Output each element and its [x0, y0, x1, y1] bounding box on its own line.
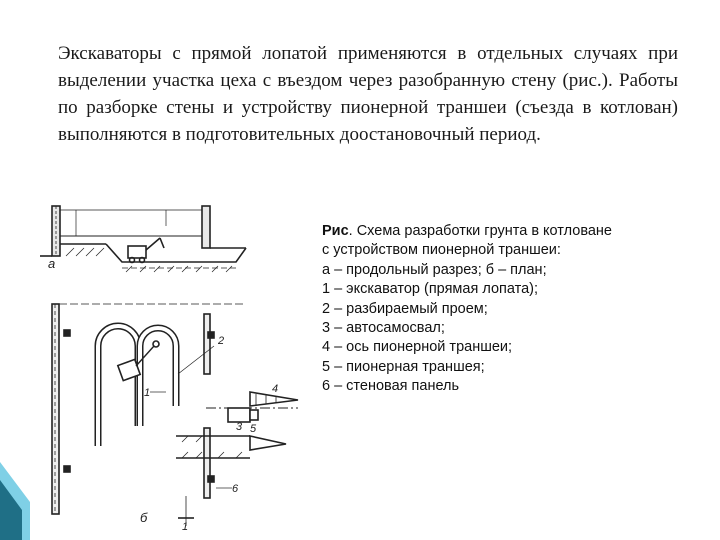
label-a: а: [48, 256, 55, 271]
caption-label: Рис: [322, 223, 349, 239]
caption-line: 2 – разбираемый проем;: [322, 300, 488, 317]
caption-line: 6 – стеновая панель: [322, 378, 460, 395]
caption-line: а – продольный разрез; б – план;: [322, 261, 547, 278]
section-view: [40, 205, 247, 273]
body-paragraph: Экскаваторы с прямой лопатой применяются…: [58, 43, 678, 145]
caption-line: 1 – экскаватор (прямая лопата);: [322, 281, 539, 298]
caption-heading: Рис. Схема разработки грунта в котловане…: [322, 222, 622, 261]
label-3: 3: [236, 421, 243, 433]
label-1b: 1: [182, 521, 188, 532]
diagram-drawing: а: [40, 205, 299, 532]
label-1: 1: [144, 387, 150, 399]
label-6: 6: [232, 483, 239, 495]
figure-caption: Рис. Схема разработки грунта в котловане…: [322, 222, 622, 397]
excavation-diagram: а: [36, 196, 304, 532]
caption-line: 3 – автосамосвал;: [322, 320, 445, 337]
caption-title: . Схема разработки грунта в котловане с …: [322, 223, 612, 259]
corner-decoration: [0, 462, 30, 540]
label-b: б: [140, 510, 148, 525]
label-2: 2: [217, 335, 224, 347]
caption-line: 4 – ось пионерной траншеи;: [322, 339, 513, 356]
caption-line: 5 – пионерная траншея;: [322, 358, 485, 375]
label-4: 4: [272, 383, 278, 395]
label-5: 5: [250, 423, 257, 435]
plan-view: [51, 303, 299, 526]
